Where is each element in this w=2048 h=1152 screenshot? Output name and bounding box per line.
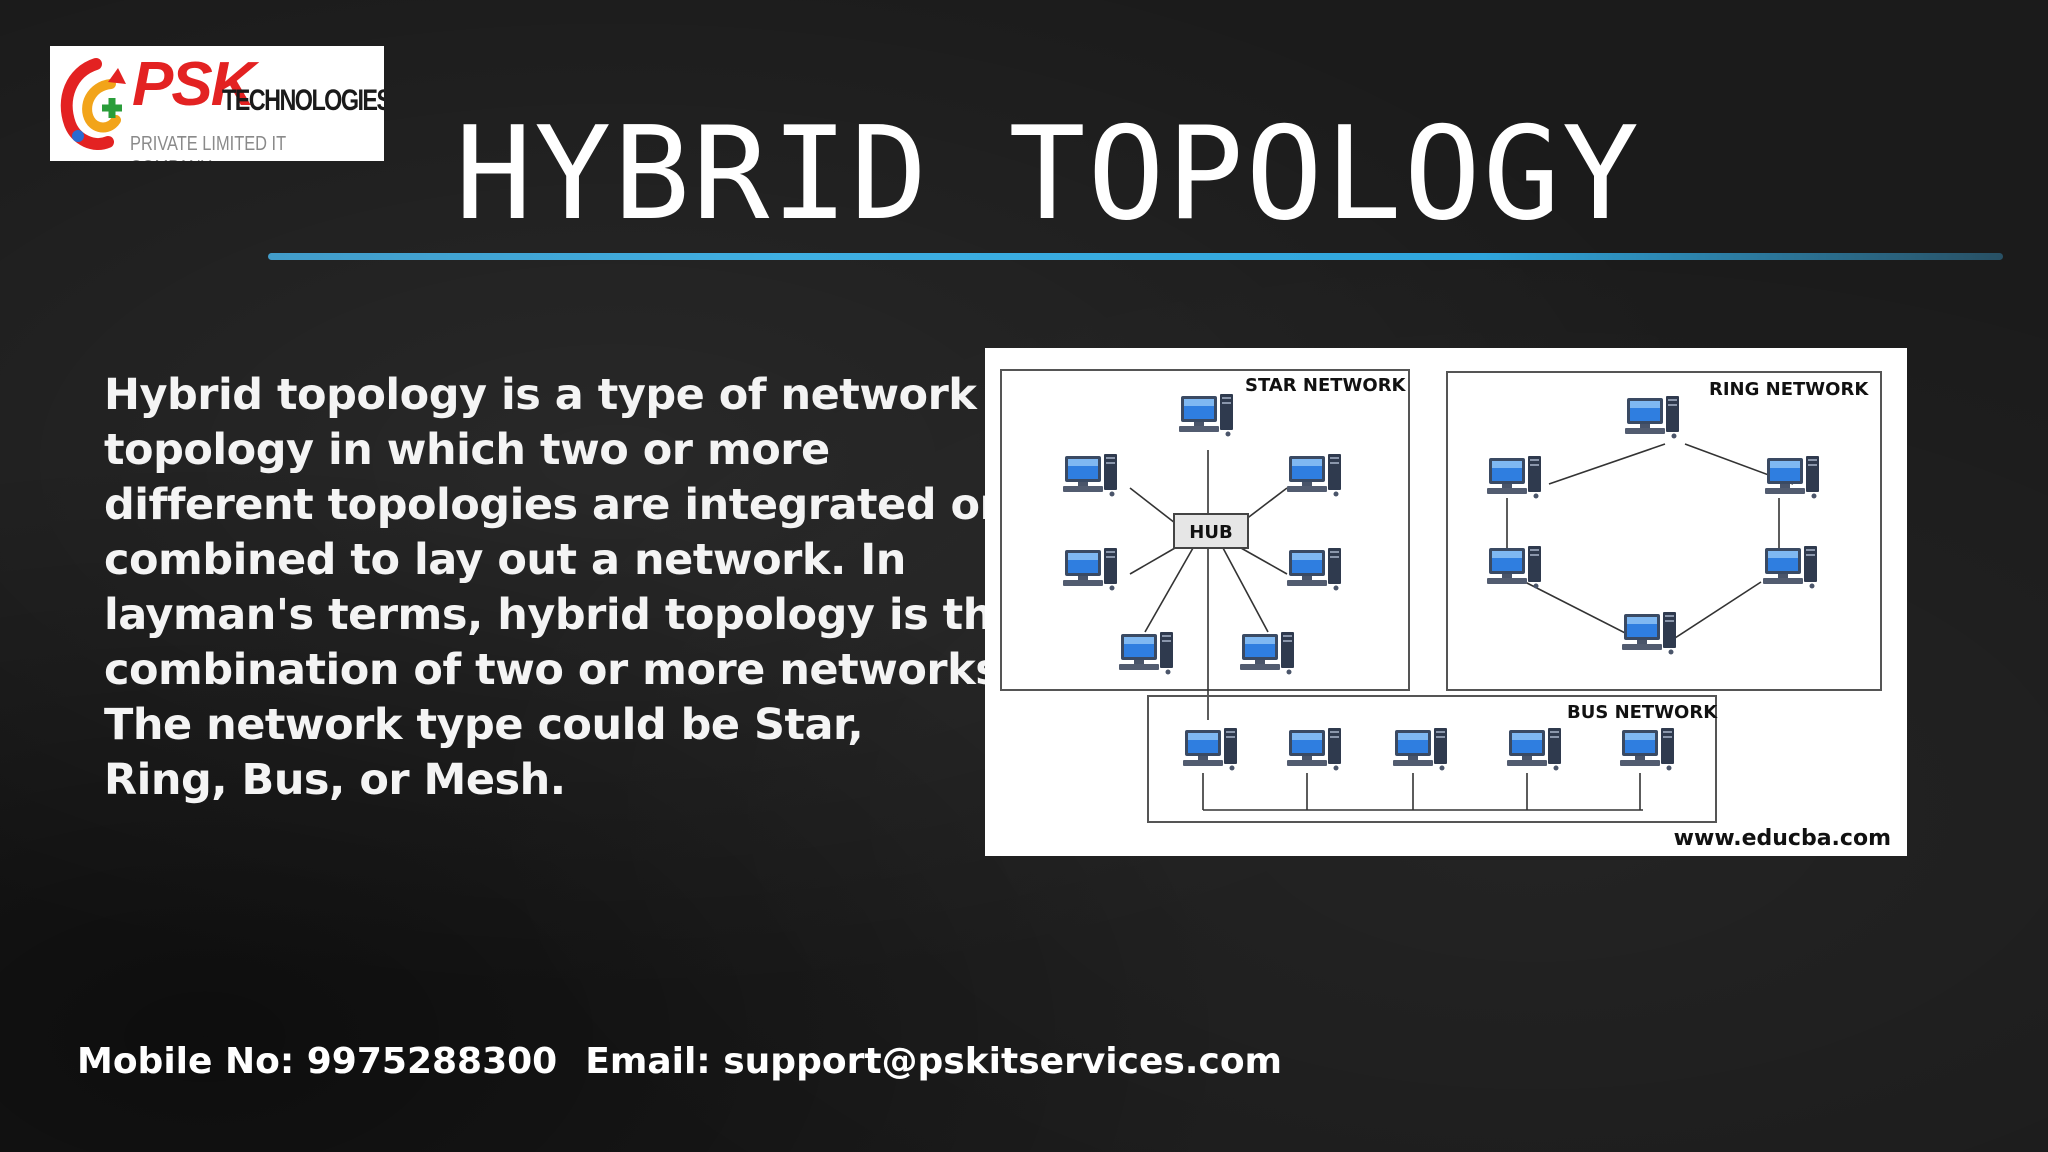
body-line: topology in which two or more — [104, 425, 830, 475]
logo-brand-text: PSK — [132, 50, 255, 119]
ring-computer — [1625, 396, 1679, 439]
bus-computer — [1393, 728, 1447, 771]
company-logo: PSK TECHNOLOGIES PRIVATE LIMITED IT COMP… — [50, 46, 384, 161]
logo-subtitle: PRIVATE LIMITED IT COMPANY — [130, 133, 286, 161]
bus-computer — [1183, 728, 1237, 771]
body-text: Hybrid topology is a type of network top… — [104, 368, 1022, 808]
contact-email: Email: support@pskitservices.com — [585, 1041, 1283, 1082]
hybrid-topology-diagram: STAR NETWORK HUB — [985, 348, 1907, 856]
logo-swirl-icon — [60, 58, 126, 150]
body-line: combination of two or more networks. — [104, 645, 1017, 695]
star-network-label: STAR NETWORK — [1245, 375, 1407, 396]
hub-label: HUB — [1189, 522, 1232, 543]
ring-computer — [1765, 456, 1819, 499]
body-line: Ring, Bus, or Mesh. — [104, 755, 566, 805]
bus-links — [1202, 773, 1643, 811]
star-computer — [1240, 632, 1294, 675]
bus-computer — [1507, 728, 1561, 771]
bus-network-box — [1147, 695, 1717, 823]
ring-computers — [1487, 396, 1819, 655]
ring-network-box — [1446, 371, 1882, 691]
bus-computer — [1620, 728, 1674, 771]
star-network-box — [1000, 369, 1410, 691]
star-links — [1129, 450, 1288, 720]
logo-tagline: TECHNOLOGIES — [222, 84, 384, 117]
star-computer — [1287, 548, 1341, 591]
body-line: combined to lay out a network. In — [104, 535, 906, 585]
body-line: Hybrid topology is a type of network — [104, 370, 977, 420]
star-computer — [1063, 454, 1117, 497]
diagram-credit: www.educba.com — [1674, 826, 1891, 851]
bus-computers — [1183, 728, 1674, 771]
star-computer — [1063, 548, 1117, 591]
ring-computer — [1487, 546, 1541, 589]
ring-links — [1506, 443, 1794, 639]
bus-computer — [1287, 728, 1341, 771]
star-computer — [1179, 394, 1233, 437]
star-computer — [1119, 632, 1173, 675]
ring-computer — [1622, 612, 1676, 655]
slide-title: HYBRID TOPOLOGY — [455, 100, 1641, 249]
contact-footer: Mobile No: 9975288300 Email: support@pski… — [77, 1040, 1282, 1084]
bus-network-label: BUS NETWORK — [1567, 702, 1718, 723]
title-underline — [268, 253, 2003, 260]
mobile-number: Mobile No: 9975288300 — [77, 1041, 558, 1082]
body-line: The network type could be Star, — [104, 700, 864, 750]
hub-box — [1173, 513, 1249, 549]
body-line: different topologies are integrated or — [104, 480, 1001, 530]
diagram-canvas: STAR NETWORK HUB — [1000, 369, 1891, 851]
star-computer — [1287, 454, 1341, 497]
ring-network-label: RING NETWORK — [1709, 379, 1869, 400]
body-line: layman's terms, hybrid topology is the — [104, 590, 1022, 640]
ring-computer — [1763, 546, 1817, 589]
ring-computer — [1487, 456, 1541, 499]
